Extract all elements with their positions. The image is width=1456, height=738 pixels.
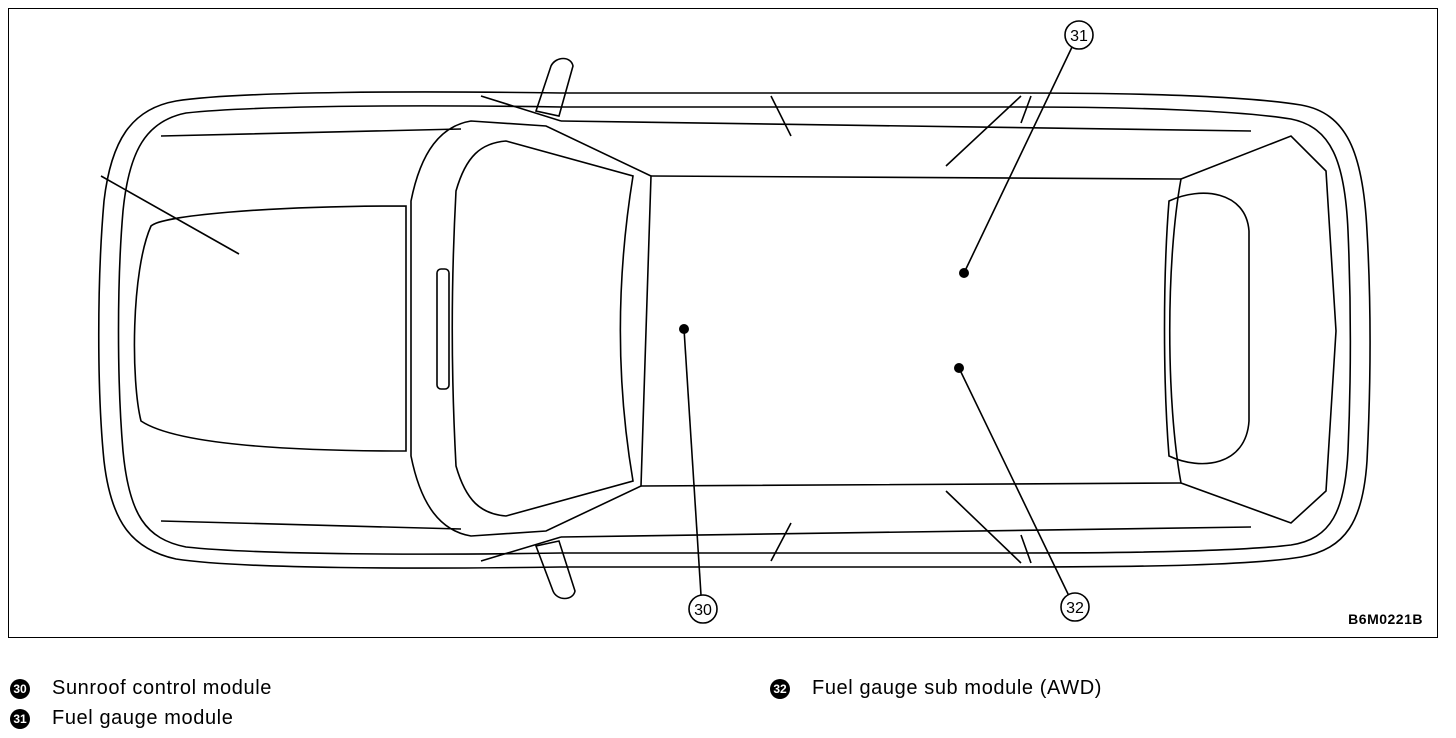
leader-line-30 — [683, 328, 702, 596]
windshield-glass — [451, 140, 634, 517]
callout-circle-32 — [1060, 592, 1090, 622]
location-dot-32 — [954, 363, 964, 373]
hood — [160, 128, 462, 530]
legend-item-31: 31 Fuel gauge module — [10, 707, 233, 730]
leader-line-31 — [963, 44, 1074, 274]
figure-code: B6M0221B — [1348, 611, 1423, 627]
location-dot-31 — [959, 268, 969, 278]
roof-side-bottom — [560, 526, 1252, 538]
roof — [640, 175, 1182, 487]
legend-item-30: 30 Sunroof control module — [10, 677, 272, 700]
callout-32: 32 — [1066, 600, 1084, 617]
right-mirror — [534, 540, 576, 600]
callout-circle-31 — [1064, 20, 1094, 50]
legend-text: Fuel gauge module — [52, 707, 234, 729]
car-top-view-diagram: 31 30 32 — [97, 20, 1371, 624]
location-dot-30 — [679, 324, 689, 334]
legend-text: Fuel gauge sub module (AWD) — [812, 677, 1103, 699]
body-inner-outline — [117, 105, 1352, 555]
callout-circle-30 — [688, 594, 718, 624]
legend-number-badge: 32 — [770, 678, 790, 699]
left-mirror — [534, 57, 574, 117]
legend-number-badge: 30 — [10, 678, 30, 699]
legend-number-badge: 31 — [10, 708, 30, 729]
legend-item-32: 32 Fuel gauge sub module (AWD) — [770, 677, 1102, 700]
roof-side-top — [560, 120, 1252, 132]
callout-31: 31 — [1070, 28, 1088, 45]
hood-panel — [133, 205, 407, 452]
leader-line-32 — [958, 367, 1070, 597]
figure-frame: 31 30 32 B6M0221B — [8, 8, 1438, 638]
callout-30: 30 — [694, 602, 712, 619]
windshield — [410, 120, 652, 537]
car-body-outline — [97, 91, 1371, 569]
legend-text: Sunroof control module — [52, 677, 272, 699]
rear-window — [1168, 135, 1337, 524]
